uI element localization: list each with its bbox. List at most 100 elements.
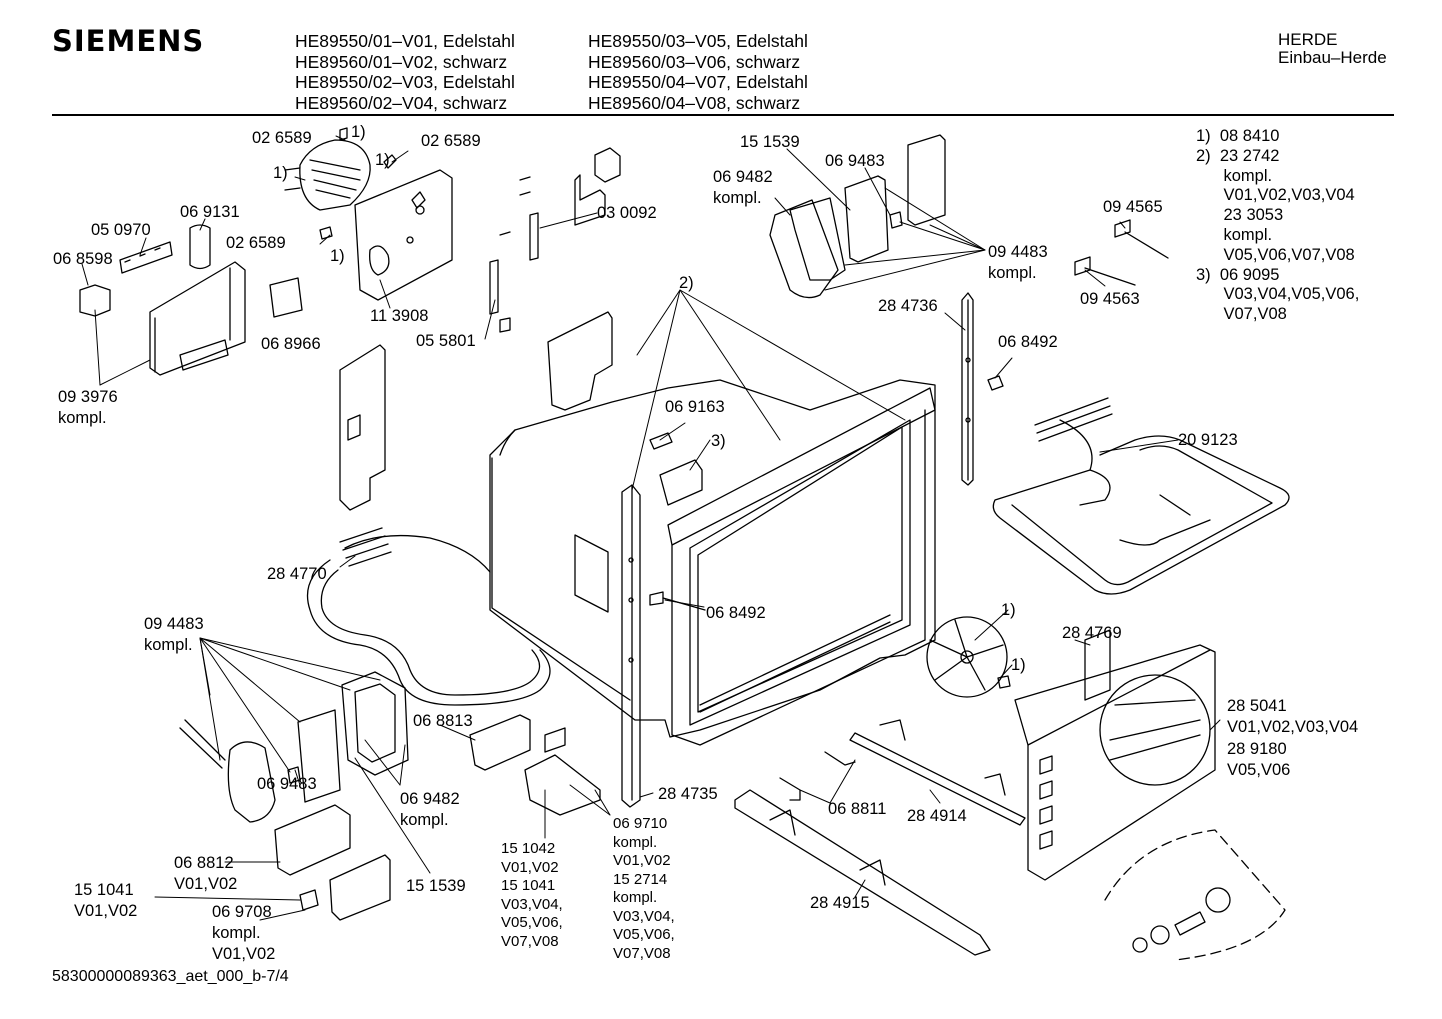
part-label: 15 1539 <box>740 133 800 151</box>
variant-column-069710: 06 9710 kompl. V01,V02 15 2714 kompl. V0… <box>613 815 675 963</box>
part-label: 11 3908 <box>370 307 429 325</box>
footnote-line: 2) 23 2742 <box>1196 146 1280 165</box>
variant-line: V07,V08 <box>501 932 559 950</box>
part-label: 20 9123 <box>1178 431 1238 449</box>
footnotes-legend: 1) 08 8410 2) 23 2742 kompl. V01,V02,V03… <box>1196 127 1359 325</box>
part-label: kompl. <box>58 409 107 427</box>
variant-line: kompl. <box>613 889 658 906</box>
front-frame-strip-drawing <box>621 484 706 808</box>
part-label: 02 6589 <box>226 234 286 252</box>
door-seal-dashed-group <box>1104 829 1286 961</box>
footnote-line: kompl. <box>1196 225 1273 244</box>
side-panel-drawing <box>339 147 621 511</box>
model-line: HE89550/04–V07, Edelstahl <box>588 72 808 92</box>
part-label: 09 4483 <box>144 615 204 633</box>
footnote-line: V07,V08 <box>1196 305 1287 324</box>
oven-cavity-drawing <box>489 379 936 746</box>
variant-line: 06 9710 <box>613 815 668 832</box>
fan-motor-drawing <box>284 127 397 240</box>
part-label: 03 0092 <box>597 204 657 222</box>
footnote-marker: 2) <box>679 274 694 292</box>
part-label: 02 6589 <box>252 129 312 147</box>
part-label: kompl. <box>713 189 762 207</box>
part-label: 09 4483 <box>988 243 1048 261</box>
variant-label: V05,V06 <box>1227 761 1291 779</box>
footnote-marker: 1) <box>1011 656 1026 674</box>
footnote-line: kompl. <box>1196 166 1273 185</box>
variant-line: 15 1042 <box>501 840 556 857</box>
category-block: HERDE Einbau–Herde <box>1278 31 1387 67</box>
variant-line: V05,V06, <box>501 914 563 931</box>
variant-column-151042: 15 1042 V01,V02 15 1041 V03,V04, V05,V06… <box>501 840 563 951</box>
footnote-line: 1) 08 8410 <box>1196 127 1280 145</box>
part-label: 02 6589 <box>421 132 481 150</box>
part-label: 06 9163 <box>665 398 725 416</box>
variant-line: V03,V04, <box>613 907 675 925</box>
part-label: 06 9708 <box>212 903 272 921</box>
model-line: HE89560/03–V06, schwarz <box>588 51 801 72</box>
header-divider <box>52 114 1394 116</box>
door-window-bottom-drawing <box>179 671 409 823</box>
part-label: 28 4735 <box>658 785 718 803</box>
part-label: 06 8598 <box>53 250 113 268</box>
part-label: 06 9482 <box>713 168 773 186</box>
part-label: 09 4563 <box>1080 290 1140 308</box>
sensor-parts-drawing <box>1074 219 1169 286</box>
category-title: HERDE <box>1278 30 1338 49</box>
variant-line: 15 1041 <box>501 877 556 894</box>
part-label: 28 4736 <box>878 297 938 315</box>
document-id: 58300000089363_aet_000_b-7/4 <box>52 968 289 985</box>
footnote-line: 3) 06 9095 <box>1196 265 1280 284</box>
variant-label: V01,V02,V03,V04 <box>1227 718 1359 736</box>
part-label: 06 9483 <box>825 152 885 170</box>
variant-line: kompl. <box>613 833 658 851</box>
model-line: HE89550/02–V03, Edelstahl <box>295 72 515 92</box>
variant-line: V03,V04, <box>501 895 563 913</box>
model-list-right: HE89550/03–V05, Edelstahl HE89560/03–V06… <box>588 31 808 113</box>
footnote-marker: 1) <box>273 164 288 182</box>
rack-guide-drawing <box>734 719 1026 956</box>
variant-line: 15 2714 <box>613 870 668 888</box>
model-line: HE89550/03–V05, Edelstahl <box>588 31 808 51</box>
part-label: 28 4770 <box>267 565 327 583</box>
part-label: 06 8492 <box>706 604 766 622</box>
leader-lines <box>81 135 1221 921</box>
part-label: 09 3976 <box>58 388 118 406</box>
footnote-line: V03,V04,V05,V06, <box>1196 285 1360 304</box>
footnote-marker: 1) <box>330 247 345 265</box>
part-label: 15 1041 <box>74 881 134 899</box>
footnote-line: V05,V06,V07,V08 <box>1196 245 1355 264</box>
part-label: 06 8966 <box>261 335 321 353</box>
footnote-marker: 1) <box>375 151 390 169</box>
fan-blade-drawing <box>926 616 1011 698</box>
part-label: 06 9483 <box>257 775 317 793</box>
variant-line: V05,V06, <box>613 926 675 943</box>
part-label: 06 8492 <box>998 333 1058 351</box>
footnote-marker: 1) <box>1001 601 1016 619</box>
part-label: 06 9131 <box>180 203 240 221</box>
variant-line: V01,V02 <box>613 852 671 869</box>
part-label: 05 5801 <box>416 332 476 350</box>
variant-line: V07,V08 <box>613 944 671 962</box>
part-label: 28 5041 <box>1227 697 1287 715</box>
part-label: 09 4565 <box>1103 198 1163 216</box>
ring-heater-bottom-drawing <box>306 527 551 706</box>
tube-spacers-drawing <box>489 176 539 333</box>
part-label: kompl. <box>400 811 449 829</box>
model-line: HE89560/04–V08, schwarz <box>588 92 801 113</box>
part-label: 28 9180 <box>1227 740 1287 758</box>
top-grill-heater-drawing <box>992 397 1290 595</box>
part-label: 28 4769 <box>1062 624 1122 642</box>
model-line: HE89550/01–V01, Edelstahl <box>295 31 515 51</box>
part-label: 06 8812 <box>174 854 234 872</box>
variant-label: V01,V02 <box>212 945 276 963</box>
variant-line: V01,V02 <box>501 858 559 876</box>
category-subtitle: Einbau–Herde <box>1278 48 1387 67</box>
part-label: 06 8811 <box>828 800 887 818</box>
footnote-marker: 3) <box>711 432 726 450</box>
control-bracket-drawing <box>79 224 303 376</box>
part-label: kompl. <box>212 924 261 942</box>
variant-label: V01,V02 <box>74 902 138 920</box>
part-label: 28 4914 <box>907 807 967 825</box>
